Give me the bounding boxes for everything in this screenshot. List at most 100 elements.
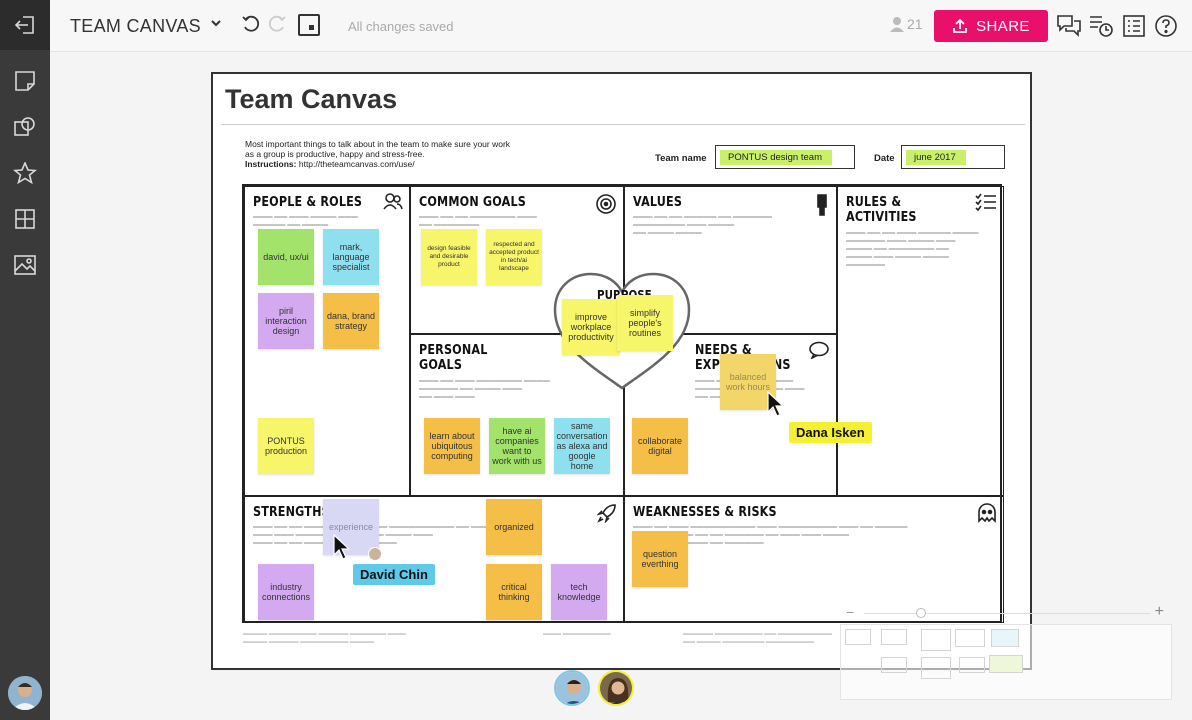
shapes-icon (14, 117, 35, 136)
cell-weaknesses-risks[interactable]: WEAKNESSES & RISKS ▬▬▬ ▬▬ ▬▬▬ ▬▬▬▬▬▬▬▬▬▬… (624, 496, 1004, 623)
frames-tool[interactable] (0, 196, 50, 242)
activity-history-button[interactable] (1088, 14, 1114, 43)
sticky-note[interactable]: have ai companies want to work with us (489, 418, 545, 474)
cell-title-common-goals: COMMON GOALS (419, 195, 526, 210)
collaborator-avatar-david[interactable] (554, 670, 590, 706)
instructions-label: Instructions: (245, 159, 297, 169)
minimap-frame (991, 629, 1019, 647)
sticky-note[interactable]: same conversation as alexa and google ho… (554, 418, 610, 474)
team-name-value: PONTUS design team (720, 149, 832, 165)
minimap-frame (955, 629, 985, 647)
image-icon (14, 255, 36, 275)
david-mini-avatar (368, 547, 382, 561)
sticky-note[interactable]: question everthing (632, 531, 688, 587)
zoom-track (864, 613, 1150, 614)
comments-icon (1057, 15, 1081, 37)
zoom-out-icon[interactable]: − (846, 604, 855, 620)
sticky-note[interactable]: critical thinking (486, 564, 542, 620)
undo-button[interactable] (241, 14, 261, 39)
cell-hint-people-roles: ▬▬▬ ▬▬ ▬▬▬ ▬▬▬▬ ▬▬▬▬▬▬▬▬ ▬▬ ▬▬▬▬ (253, 213, 358, 228)
minimap-viewport[interactable] (989, 655, 1023, 673)
zoom-in-icon[interactable]: + (1154, 603, 1164, 620)
cell-common-goals[interactable]: COMMON GOALS ▬▬▬ ▬▬ ▬▬ ▬▬▬▬▬▬▬ ▬▬▬▬▬ ▬▬▬… (410, 186, 624, 334)
grid-icon (15, 209, 35, 229)
sticky-note[interactable]: collaborate digital (632, 418, 688, 474)
sticky-note-dragging[interactable]: balanced work hours (720, 354, 776, 410)
shapes-tool[interactable] (0, 104, 50, 150)
team-name-field[interactable]: PONTUS design team (715, 145, 855, 169)
sticky-note[interactable]: tech knowledge (551, 564, 607, 620)
canvas-footer-credits: ▬▬▬▬ ▬▬▬▬▬▬▬▬ ▬▬▬▬▬ ▬▬▬▬▬▬ ▬▬▬▬▬▬▬ ▬▬▬▬▬… (243, 631, 406, 645)
minimap-frame (881, 629, 907, 645)
help-button[interactable] (1154, 14, 1178, 43)
cell-rules-activities[interactable]: RULES & ACTIVITIES ▬▬▬ ▬▬ ▬▬ ▬▬▬ ▬▬▬▬▬ ▬… (837, 186, 1004, 496)
user-icon (890, 17, 904, 32)
speech-bubble-icon (808, 341, 830, 364)
redo-button[interactable] (267, 14, 287, 39)
team-name-label: Team name (655, 153, 707, 164)
collaborator-avatar-dana[interactable] (598, 670, 634, 706)
sticky-note[interactable]: design feasible and desirable product (421, 229, 477, 285)
cell-title-rules-line2: ACTIVITIES (846, 210, 917, 225)
zoom-slider-knob[interactable] (916, 608, 926, 618)
date-field[interactable]: june 2017 (901, 145, 1005, 169)
share-button[interactable]: SHARE (934, 10, 1048, 42)
cell-hint-weaknesses: ▬▬▬ ▬▬ ▬▬▬ ▬▬▬▬▬▬▬▬▬▬ ▬▬▬ ▬▬▬▬▬▬▬▬▬ ▬▬▬ … (633, 523, 908, 546)
cell-title-people-roles: PEOPLE & ROLES (253, 195, 363, 210)
board-title[interactable]: TEAM CANVAS (70, 16, 201, 36)
board-menu-chevron-icon[interactable] (210, 16, 222, 31)
sticky-note[interactable]: respected and accepted product in tech/a… (486, 229, 542, 285)
canvas-footer-license: ▬▬▬▬▬ ▬▬▬▬▬▬▬▬ ▬▬ ▬▬▬▬▬▬▬▬▬▬▬ ▬▬▬▬ ▬▬▬▬▬… (683, 631, 833, 645)
current-user-avatar[interactable] (8, 676, 42, 710)
sticky-note[interactable]: david, ux/ui (258, 229, 314, 285)
canvas-intro: Most important things to talk about in t… (245, 139, 545, 169)
dana-cursor-icon (767, 390, 785, 417)
sticky-note-tool[interactable] (0, 58, 50, 104)
minimap-frame (959, 657, 985, 673)
history-list-icon (1090, 16, 1113, 37)
online-users-count[interactable]: 21 (890, 16, 923, 32)
sticky-note[interactable]: simplify people's routines (617, 295, 673, 351)
checklist-icon (975, 193, 997, 216)
instructions-url[interactable]: http://theteamcanvas.com/use/ (298, 159, 415, 169)
cell-hint-personal: ▬▬▬ ▬▬ ▬▬▬ ▬▬▬▬▬▬▬ ▬▬▬▬▬▬▬▬▬▬ ▬▬ ▬▬▬▬ ▬▬… (419, 377, 550, 400)
intro-line-1: Most important things to talk about in t… (245, 139, 511, 149)
list-icon (1123, 15, 1145, 37)
cell-values[interactable]: VALUES ▬▬▬ ▬▬ ▬▬ ▬▬▬▬▬ ▬▬ ▬▬▬▬▬▬▬▬▬▬▬▬▬▬… (624, 186, 837, 334)
favorites-tool[interactable] (0, 150, 50, 196)
sticky-note[interactable]: industry connections (258, 564, 314, 620)
date-value: june 2017 (906, 149, 966, 165)
sticky-note[interactable]: dana, brand strategy (323, 293, 379, 349)
sticky-note[interactable]: piril interaction design (258, 293, 314, 349)
date-label: Date (874, 153, 895, 164)
dana-cursor-label: Dana Isken (789, 422, 872, 443)
minimap-frame (921, 657, 951, 679)
sticky-note[interactable]: improve workplace productivity (562, 299, 620, 355)
intro-line-2: as a group is productive, happy and stre… (245, 149, 425, 159)
minimap[interactable] (840, 624, 1172, 700)
board-outline-button[interactable] (1122, 14, 1146, 43)
cell-people-roles[interactable]: PEOPLE & ROLES ▬▬▬ ▬▬ ▬▬▬ ▬▬▬▬ ▬▬▬▬▬▬▬▬ … (244, 186, 410, 496)
save-status: All changes saved (348, 19, 454, 34)
cell-title-rules-line1: RULES & (846, 195, 902, 210)
frame-toggle-button[interactable] (298, 14, 320, 36)
help-icon (1155, 15, 1177, 37)
sticky-note[interactable]: PONTUS production (258, 418, 314, 474)
sticky-note-dragging[interactable]: experience (323, 499, 379, 555)
share-label: SHARE (976, 17, 1030, 35)
share-upload-icon (953, 18, 968, 33)
minimap-frame (921, 629, 951, 651)
cell-hint-values: ▬▬▬ ▬▬ ▬▬ ▬▬▬▬▬ ▬▬ ▬▬▬▬▬▬▬▬▬▬▬▬▬▬ ▬▬▬ ▬▬… (633, 213, 773, 236)
comments-button[interactable] (1056, 14, 1082, 43)
team-canvas-frame[interactable]: Team Canvas Most important things to tal… (211, 72, 1032, 670)
exit-board-button[interactable] (0, 0, 50, 50)
sticky-note[interactable]: mark, language specialist (323, 229, 379, 285)
canvas-title: Team Canvas (225, 84, 398, 114)
david-cursor-label: David Chin (353, 564, 435, 585)
sticky-note[interactable]: learn about ubiquitous computing (424, 418, 480, 474)
sticky-note[interactable]: organized (486, 499, 542, 555)
cell-title-strengths: STRENGTHS (253, 505, 330, 520)
zoom-control[interactable]: − + (844, 603, 1170, 622)
cell-hint-rules: ▬▬▬ ▬▬ ▬▬ ▬▬▬ ▬▬▬▬▬ ▬▬▬▬▬▬▬▬▬▬ ▬▬▬ ▬▬▬▬ … (846, 229, 979, 268)
image-tool[interactable] (0, 242, 50, 288)
